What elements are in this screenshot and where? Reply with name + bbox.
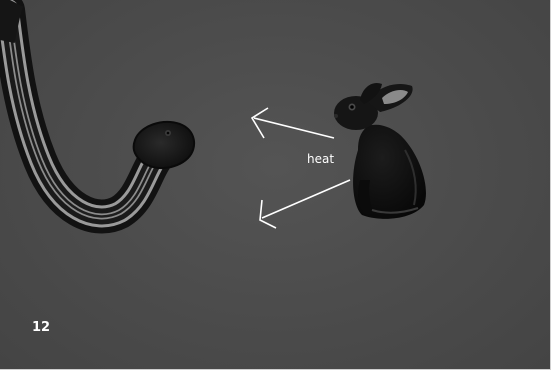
rabbit-icon (334, 83, 426, 219)
slide-number: 12 (32, 320, 50, 335)
snake-icon (0, 0, 194, 216)
heat-label: heat (307, 152, 334, 166)
heat-arrow-upper (252, 108, 334, 138)
heat-arrow-lower (260, 180, 350, 228)
